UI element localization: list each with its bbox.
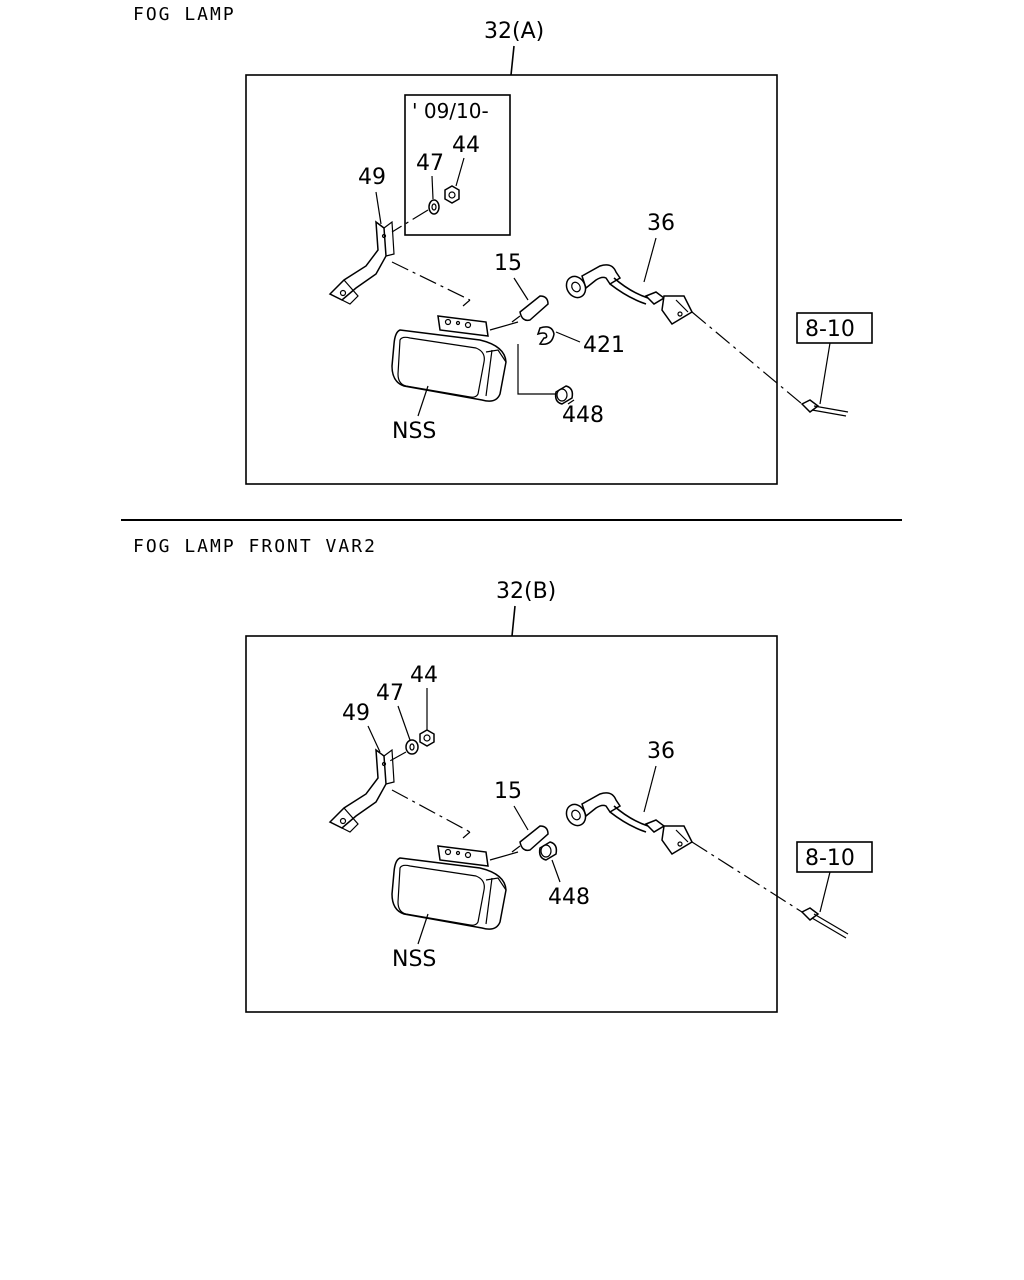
fog-lamp-icon (391, 845, 507, 930)
leader-448 (551, 859, 561, 883)
centerline-bolt (391, 209, 429, 233)
reference-box-a (796, 312, 873, 344)
leader-421 (555, 331, 581, 343)
clip-icon (536, 326, 555, 346)
connector-icon (800, 399, 849, 417)
diagram-a: 32(A) ' 09/10- 44 47 49 (245, 19, 873, 485)
callout-448: 448 (562, 403, 604, 428)
section-divider (121, 519, 902, 521)
group-label-b: 32(B) (496, 579, 556, 604)
inset-box (404, 94, 511, 236)
bracket-icon (328, 220, 395, 305)
callout-36: 36 (647, 739, 675, 764)
centerline-bracket (391, 261, 471, 301)
callout-47: 47 (376, 681, 404, 706)
wire-harness-icon (565, 792, 693, 855)
centerline-connector (691, 311, 803, 405)
nut-icon (444, 185, 460, 204)
leader-15 (513, 277, 529, 301)
callout-44: 44 (410, 663, 438, 688)
reference-box-b (796, 841, 873, 873)
callout-49: 49 (342, 701, 370, 726)
frame-a (245, 74, 778, 485)
wire-harness-icon (565, 264, 693, 325)
callout-49: 49 (358, 165, 386, 190)
socket-icon (554, 385, 574, 405)
centerline-bolt (387, 751, 407, 763)
callout-44: 44 (452, 133, 480, 158)
fog-lamp-icon (391, 315, 507, 402)
leader-36 (643, 765, 657, 813)
reference-8-10-a: 8-10 (805, 317, 855, 342)
leader-49 (367, 725, 381, 753)
washer-icon (428, 199, 440, 215)
callout-15: 15 (494, 779, 522, 804)
connector-icon (800, 907, 849, 939)
leader-47 (397, 705, 411, 741)
leader-49 (375, 191, 382, 225)
centerline-bracket (391, 789, 471, 833)
leader-44 (455, 157, 465, 187)
inset-label: ' 09/10- (412, 99, 489, 123)
bulb-icon (511, 825, 549, 853)
frame-b (245, 635, 778, 1013)
nut-icon (419, 729, 435, 747)
leader-36 (643, 237, 657, 283)
leader-47 (431, 175, 434, 200)
callout-nss: NSS (392, 947, 436, 972)
bulb-icon (511, 295, 549, 323)
leader-ref-a (819, 342, 831, 405)
callout-47: 47 (416, 151, 444, 176)
washer-icon (405, 739, 419, 755)
leader-448 (567, 399, 575, 405)
callout-421: 421 (583, 333, 625, 358)
socket-icon (538, 841, 558, 861)
bracket-icon (328, 748, 395, 833)
group-leader-a (510, 45, 515, 76)
section-title-fog-lamp: FOG LAMP (133, 4, 236, 25)
group-label-a: 32(A) (484, 19, 544, 44)
section-title-fog-lamp-front-var2: FOG LAMP FRONT VAR2 (133, 536, 377, 557)
leader-nss (417, 385, 429, 417)
callout-448: 448 (548, 885, 590, 910)
reference-8-10-b: 8-10 (805, 846, 855, 871)
centerline-connector (691, 841, 803, 913)
callout-36: 36 (647, 211, 675, 236)
callout-15: 15 (494, 251, 522, 276)
leader-15 (513, 805, 529, 831)
callout-nss: NSS (392, 419, 436, 444)
diagram-b: 32(B) 44 47 49 (245, 579, 873, 1013)
leader-nss (417, 913, 429, 945)
leader-ref-b (819, 871, 831, 913)
group-leader-b (511, 605, 516, 637)
